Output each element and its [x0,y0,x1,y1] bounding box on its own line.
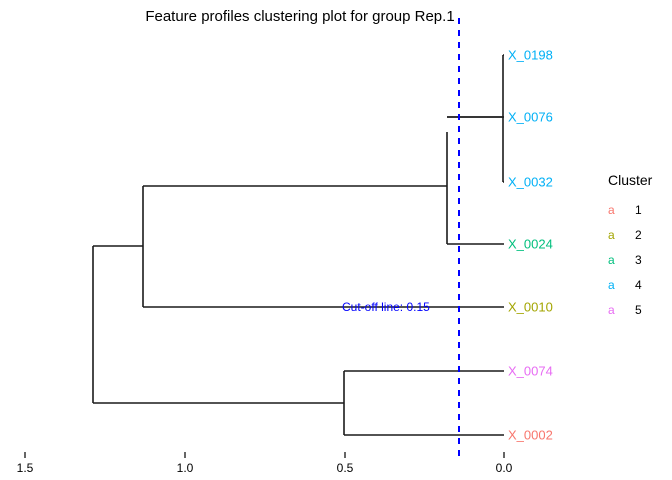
legend-key-glyph: a [608,252,615,267]
legend-item-label: 4 [635,277,642,292]
x-axis-tick-label: 1.5 [16,461,34,475]
leaf-label-X_0076: X_0076 [508,109,553,125]
legend-key-glyph: a [608,227,615,242]
cutoff-label: Cut-off line: 0.15 [342,300,430,314]
leaf-label-X_0032: X_0032 [508,174,553,190]
leaf-label-X_0010: X_0010 [508,299,553,315]
legend-key-glyph: a [608,202,615,217]
leaf-label-X_0198: X_0198 [508,47,553,63]
x-axis [24,452,505,458]
legend-key-glyph: a [608,277,615,292]
x-axis-tick-label: 0.5 [336,461,354,475]
x-axis-tick-label: 1.0 [176,461,194,475]
leaf-label-X_0024: X_0024 [508,236,553,252]
legend-title: Cluster [608,172,653,188]
x-axis-tick-label: 0.0 [495,461,513,475]
legend-item-label: 2 [635,227,642,242]
legend-key-glyph: a [608,302,615,317]
dendrogram-branches [92,54,504,436]
page-title: Feature profiles clustering plot for gro… [145,8,455,25]
legend-item-label: 3 [635,252,642,267]
legend-item-label: 1 [635,202,642,217]
legend-item-label: 5 [635,302,642,317]
leaf-label-X_0074: X_0074 [508,363,553,379]
leaf-label-X_0002: X_0002 [508,427,553,443]
